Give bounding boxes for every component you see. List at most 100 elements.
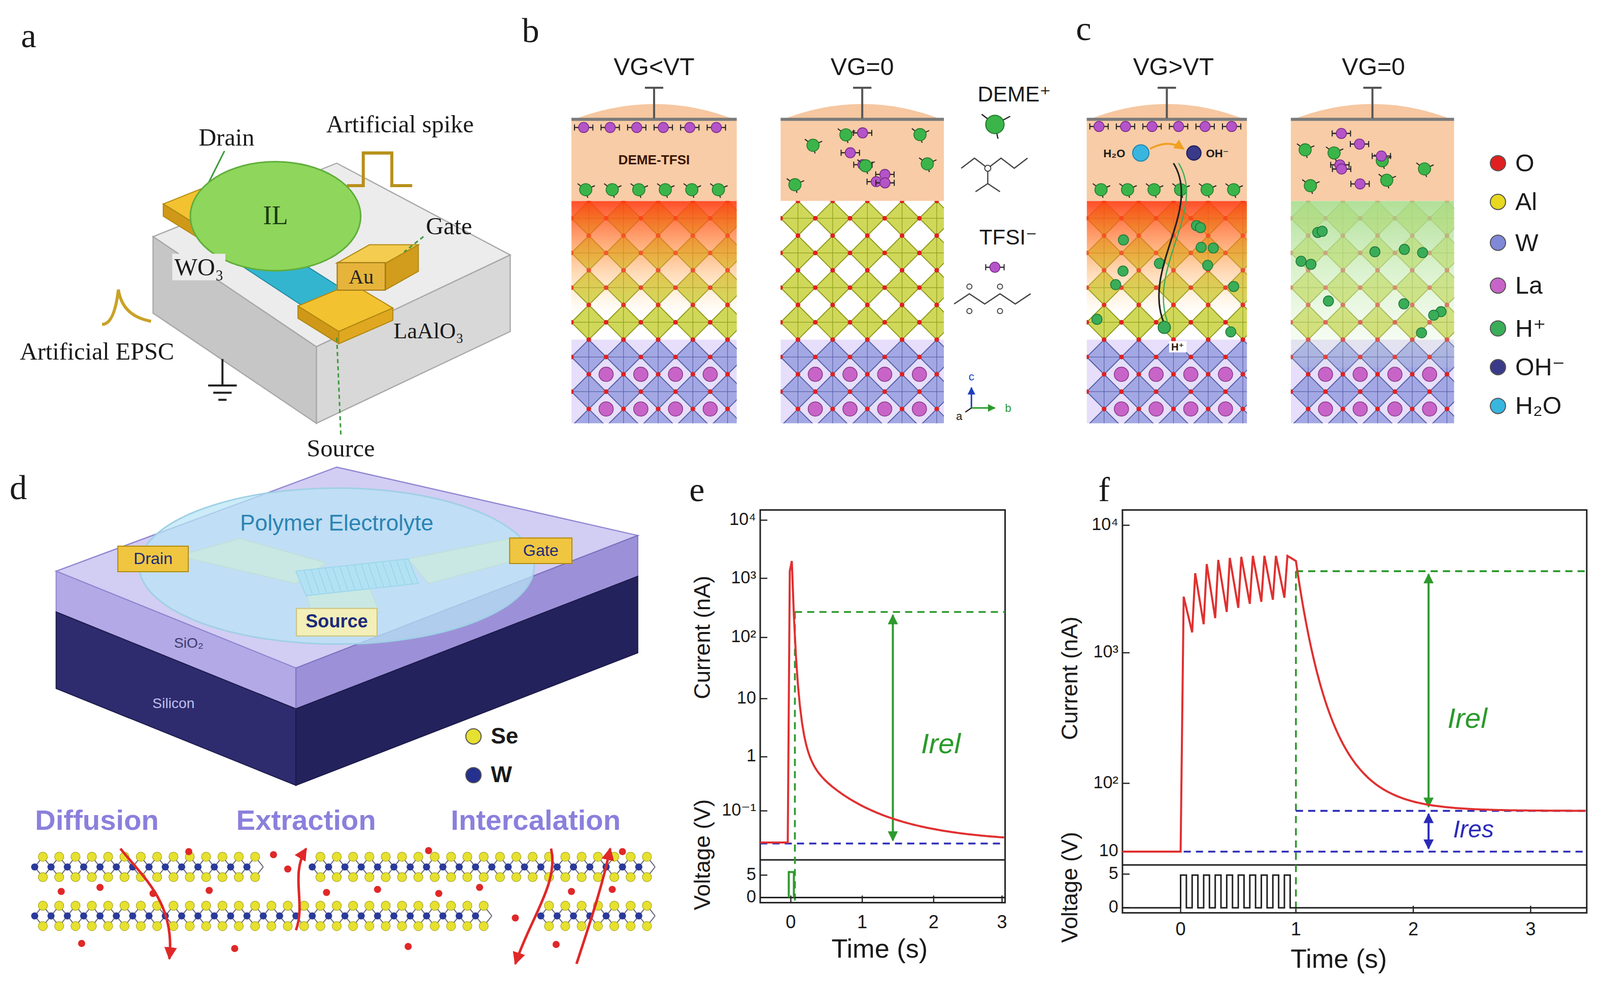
drawing-circle — [185, 872, 195, 882]
drawing-line — [797, 339, 799, 375]
drawing-line — [698, 124, 700, 131]
drawing-circle — [882, 354, 888, 360]
ions — [1093, 183, 1244, 198]
drawing-line — [901, 200, 903, 236]
drawing-circle — [80, 863, 88, 871]
drawing-circle — [462, 852, 472, 862]
drawing-circle — [621, 371, 626, 377]
drawing-line — [1296, 570, 1587, 573]
drawing-line — [1377, 374, 1378, 410]
drawing-polygon — [919, 200, 944, 236]
drawing-rect — [780, 339, 944, 424]
drawing-circle — [780, 354, 784, 360]
drawing-circle — [226, 863, 234, 871]
drawing-circle — [808, 367, 823, 382]
drawing-line — [867, 270, 868, 305]
drawing-circle — [381, 852, 391, 862]
drawing-line — [588, 374, 590, 410]
drawing-circle — [626, 872, 636, 882]
drawing-circle — [1240, 406, 1246, 412]
drawing-circle — [934, 302, 939, 308]
drawing-line — [1142, 123, 1144, 130]
drawing-path — [576, 848, 610, 965]
drawing-line — [797, 235, 799, 271]
drawing-line — [706, 124, 708, 131]
drawing-circle — [725, 406, 730, 412]
species-label: OH⁻ — [1203, 146, 1231, 159]
drawing-circle — [233, 852, 244, 862]
drawing-circle — [161, 863, 169, 871]
drawing-circle — [185, 848, 193, 856]
drawing-line — [710, 391, 737, 393]
drawing-circle — [1118, 354, 1124, 360]
drawing-line — [1349, 141, 1351, 148]
drawing-circle — [87, 852, 97, 862]
drawing-line — [1168, 123, 1170, 130]
drawing-circle — [865, 302, 870, 308]
drawing-circle — [934, 337, 939, 343]
drawing-circle — [812, 285, 818, 290]
drawing-circle — [659, 183, 672, 196]
panel-letter: a — [20, 16, 37, 55]
drawing-line — [619, 124, 621, 131]
legend-item: Se — [465, 723, 519, 751]
drawing-line — [208, 384, 237, 387]
drawing-rect — [760, 509, 1006, 903]
drawing-circle — [276, 912, 284, 921]
drawing-circle — [1357, 389, 1363, 395]
drawing-circle — [112, 863, 120, 871]
drawing-line — [1412, 906, 1414, 914]
drawing-circle — [642, 872, 652, 882]
drawing-circle — [283, 901, 293, 911]
drawing-circle — [145, 863, 153, 871]
part-label: WO₃ — [172, 253, 226, 281]
drawing-polygon — [297, 305, 339, 344]
drawing-circle — [1200, 121, 1211, 132]
drawing-line — [853, 161, 855, 168]
drawing-circle — [47, 912, 55, 921]
drawing-polygon — [919, 409, 944, 424]
drawing-circle — [913, 128, 927, 141]
drawing-circle — [455, 912, 463, 921]
drawing-circle — [511, 852, 521, 862]
drawing-circle — [1322, 389, 1328, 395]
drawing-circle — [1117, 265, 1129, 277]
drawing-circle — [1352, 367, 1368, 382]
drawing-circle — [830, 200, 835, 204]
drawing-circle — [609, 922, 619, 932]
drawing-circle — [71, 901, 81, 911]
drawing-line — [936, 270, 937, 305]
drawing-circle — [642, 901, 652, 911]
tick-label: 10 — [1099, 842, 1119, 862]
node-outline — [139, 488, 534, 645]
drawing-line — [859, 149, 861, 156]
drawing-circle — [1110, 279, 1121, 290]
drawing-line — [1371, 153, 1373, 160]
drawing-circle — [865, 406, 870, 412]
drawing-circle — [145, 912, 153, 921]
drawing-circle — [332, 852, 342, 862]
drawing-circle — [1376, 151, 1387, 162]
species-label: H₂O — [1101, 146, 1128, 159]
drawing-circle — [30, 912, 39, 921]
drawing-circle — [315, 901, 325, 911]
drawing-polygon — [780, 304, 815, 340]
ions — [574, 122, 728, 198]
drawing-circle — [990, 262, 1001, 273]
drawing-polygon — [780, 200, 815, 236]
panel-letter: e — [689, 470, 705, 509]
drawing-path — [788, 872, 794, 898]
drawing-circle — [899, 233, 905, 238]
axis-title: Time (s) — [831, 934, 928, 964]
gate-pad: Au — [336, 262, 387, 291]
drawing-circle — [795, 267, 801, 273]
drawing-circle — [233, 901, 244, 911]
drawing-circle — [1417, 247, 1428, 258]
drawing-circle — [997, 308, 1003, 314]
drawing-circle — [916, 285, 922, 290]
drawing-polygon — [919, 235, 944, 271]
drawing-circle — [413, 852, 423, 862]
tick-label: 5 — [746, 866, 757, 886]
drawing-circle — [217, 852, 227, 862]
drawing-circle — [1422, 367, 1437, 382]
